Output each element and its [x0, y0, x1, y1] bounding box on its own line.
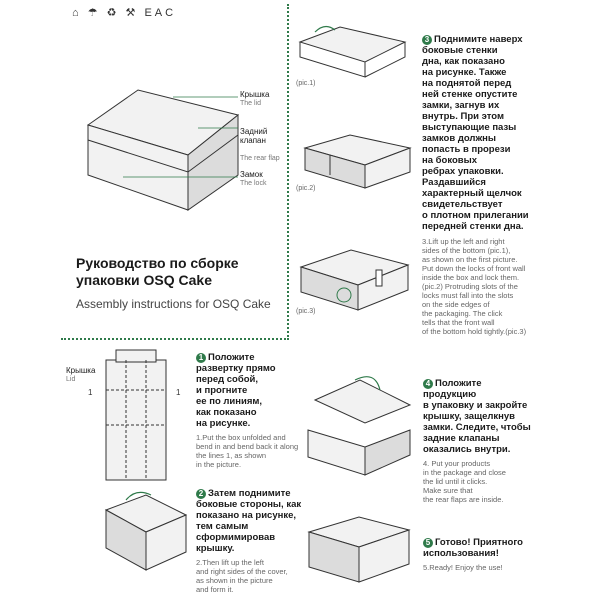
lid-label: Крышка The lid: [240, 90, 288, 108]
rear-flap-label: Задний клапан The rear flap: [240, 118, 288, 172]
pic2-caption: (pic.2): [296, 185, 316, 192]
pic1-illustration: [298, 25, 407, 78]
step1-lid-label-en: Lid: [66, 376, 76, 383]
lock-label-en: The lock: [240, 180, 267, 187]
step3-text-en: 3.Lift up the left and right sides of th…: [422, 237, 527, 336]
fold-mark-right: 1: [176, 388, 181, 397]
pic1-caption: (pic.1): [296, 80, 316, 87]
step1-lid-label: Крышка Lid: [66, 366, 95, 384]
step1-number: 1: [196, 353, 206, 363]
step1-text-en: 1.Put the box unfolded and bend in and b…: [196, 433, 299, 469]
step2-text-ru: Затем поднимите боковые стороны, как пок…: [196, 488, 302, 554]
certification-marks: ⌂ ☂ ♻ ⚒ EAC: [72, 7, 177, 19]
step2-number: 2: [196, 489, 206, 499]
rear-flap-label-en: The rear flap: [240, 155, 280, 162]
step4-text-en: 4. Put your products in the package and …: [423, 459, 506, 504]
step3-text-ru: Поднимите наверх боковые стенки дна, как…: [422, 34, 529, 232]
step2-illustration: [104, 491, 188, 571]
lock-label: Замок The lock: [240, 170, 288, 188]
step5-text-en: 5.Ready! Enjoy the use!: [423, 563, 503, 572]
step4-text-ru: Положите продукцию в упаковку и закройте…: [423, 378, 531, 455]
pic3-caption: (pic.3): [296, 308, 316, 315]
step1-unfolded-box: 1 1: [88, 349, 181, 481]
step5-number: 5: [423, 538, 433, 548]
step3-number: 3: [422, 35, 432, 45]
lock-label-ru: Замок: [240, 170, 263, 179]
step5-text-ru: Готово! Приятного использования!: [423, 537, 523, 559]
step4-number: 4: [423, 379, 433, 389]
pic2-illustration: [303, 134, 412, 189]
rear-flap-label-ru: Задний клапан: [240, 127, 268, 145]
lid-label-en: The lid: [240, 100, 262, 107]
step5-closed-box: [307, 516, 411, 583]
intro-panel: [61, 4, 289, 340]
step1-text-ru: Положите развертку прямо перед собой, и …: [196, 352, 276, 429]
fold-mark-left: 1: [88, 388, 93, 397]
step1-lid-label-ru: Крышка: [66, 366, 96, 375]
lid-label-ru: Крышка: [240, 90, 270, 99]
box-illustration: [86, 89, 240, 211]
pic3-illustration: [299, 249, 410, 311]
title-en: Assembly instructions for OSQ Cake: [76, 297, 271, 311]
step2-text-en: 2.Then lift up the left and right sides …: [196, 558, 288, 594]
step4-illustration: [307, 376, 412, 476]
title-ru: Руководство по сборке упаковки OSQ Cake: [76, 255, 239, 288]
